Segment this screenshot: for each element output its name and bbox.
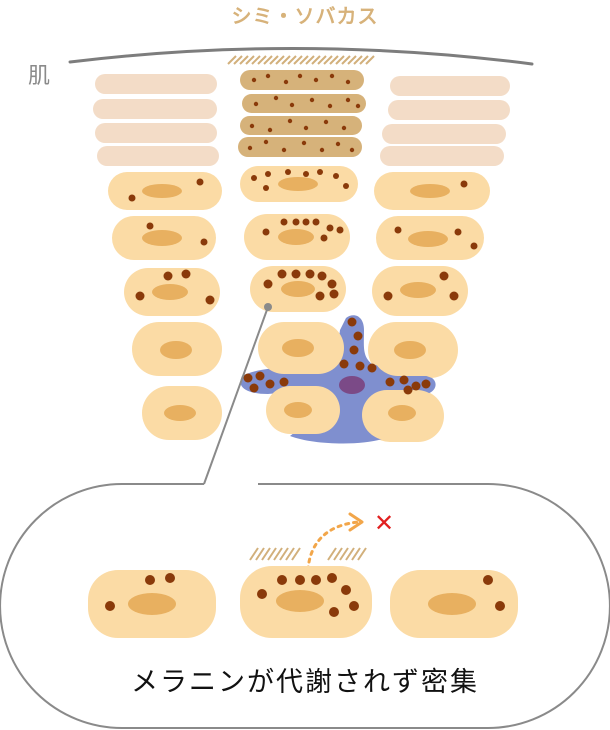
cell [372, 324, 456, 376]
horny-layer-melanin [247, 73, 361, 153]
cell [132, 322, 222, 376]
diagram-title: シミ・ソバカス [231, 4, 379, 28]
horny-layer-right [380, 76, 510, 166]
cell [108, 172, 222, 210]
melanin-left [128, 178, 215, 305]
blocked-arrow-head [348, 512, 364, 532]
melanin-melanocyte [243, 317, 431, 395]
blocked-arrow [306, 520, 362, 572]
cell [244, 214, 350, 260]
cell [258, 322, 344, 374]
cell-column-left [108, 172, 222, 440]
callout-pointer [203, 303, 272, 485]
zoom-cell-right [390, 570, 518, 638]
zoom-melanin [105, 573, 505, 617]
callout-frame [0, 483, 610, 729]
horny-layer-left [93, 74, 219, 166]
cell [374, 172, 490, 210]
cell [124, 268, 220, 316]
melanocyte [240, 315, 436, 444]
cell [362, 390, 442, 440]
zoom-hatch-left [249, 547, 301, 561]
skin-surface-line [68, 47, 534, 66]
cell [112, 216, 216, 260]
zoom-cell-left [88, 570, 216, 638]
blocked-icon: ✕ [374, 509, 394, 537]
zoom-hatch-right [327, 547, 367, 561]
melanin-center [251, 169, 349, 301]
top-hatch-marks [227, 55, 375, 65]
caption: メラニンが代謝されず密集 [131, 667, 479, 698]
cell [142, 386, 222, 440]
skin-label: 肌 [28, 64, 51, 89]
cell [376, 216, 484, 260]
melanin-right [383, 180, 478, 301]
cell [372, 266, 468, 316]
cell [240, 166, 358, 202]
cell [266, 386, 340, 434]
zoom-cell-center [240, 566, 372, 638]
